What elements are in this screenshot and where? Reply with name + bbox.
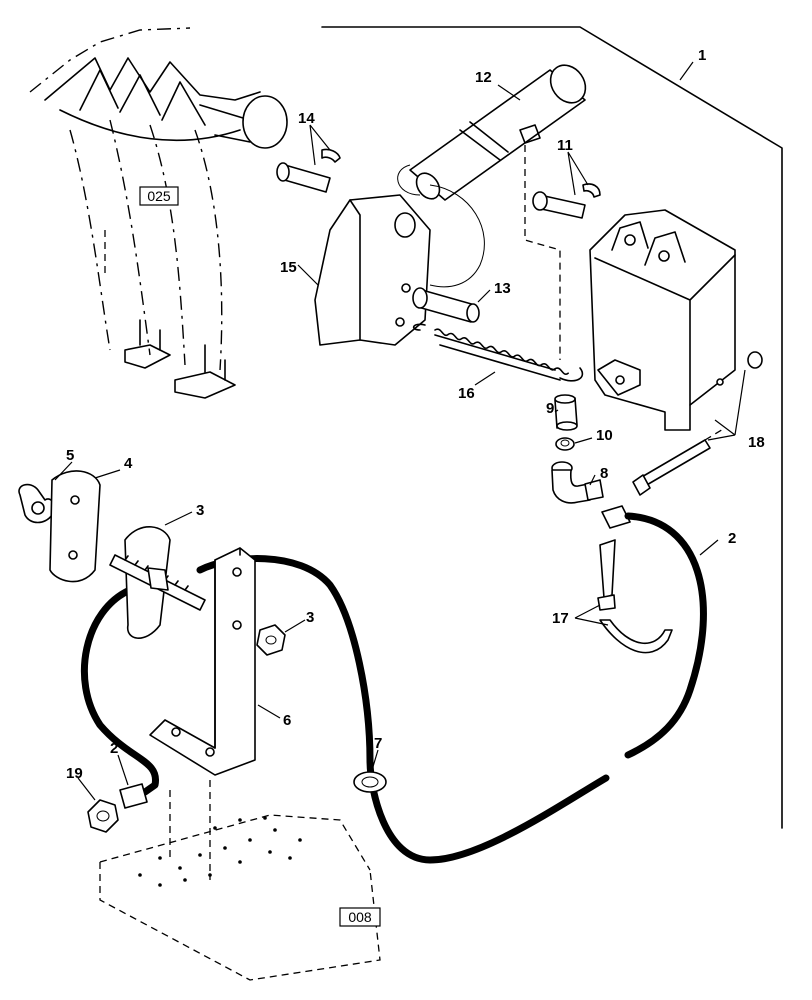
fitting-9	[554, 394, 578, 431]
callout-11: 11	[557, 137, 573, 154]
callout-15: 15	[280, 259, 297, 276]
callout-leaders	[54, 61, 746, 801]
callout-3-clamp: 3	[196, 502, 204, 519]
shaft-12	[397, 64, 587, 288]
callout-19: 19	[66, 765, 83, 782]
callout-4: 4	[124, 455, 133, 472]
washer-10	[555, 437, 575, 451]
callout-12: 12	[475, 69, 492, 86]
mounting-bracket	[589, 209, 736, 431]
nut-19	[87, 799, 119, 833]
callout-7: 7	[374, 735, 382, 752]
callout-13: 13	[494, 280, 511, 297]
wingnut-5	[18, 483, 57, 524]
pin-14	[276, 148, 341, 193]
ref-025-label: 025	[147, 188, 171, 204]
elbow-8	[551, 461, 604, 504]
callout-18: 18	[748, 434, 765, 451]
callout-5: 5	[66, 447, 74, 464]
callout-10: 10	[596, 427, 613, 444]
callout-2-hose: 2	[728, 530, 736, 547]
callout-14: 14	[298, 110, 315, 127]
callout-8: 8	[600, 465, 608, 482]
spring-16	[412, 323, 584, 382]
callout-3-nut: 3	[306, 609, 314, 626]
pin-13	[412, 287, 480, 323]
assembly-bracket-line	[321, 26, 783, 829]
clamp-3	[109, 526, 206, 639]
bolt-18	[632, 351, 763, 496]
plate-4	[49, 470, 101, 583]
nut-3	[256, 624, 286, 656]
callout-16: 16	[458, 385, 475, 402]
machine-frame-reference	[29, 27, 288, 399]
pin-11	[524, 145, 601, 360]
pedal-15	[314, 194, 431, 346]
ref-025-box: 025	[139, 186, 179, 206]
grommet-7	[353, 771, 387, 793]
callout-17: 17	[552, 610, 569, 627]
hose-2	[80, 505, 707, 864]
callout-labels: 1 2 2 3 3 4 5 6 7 8 9 10 11 12 13 14 15 …	[66, 47, 765, 782]
bracket-6	[149, 547, 256, 776]
callout-9: 9	[546, 400, 554, 417]
callout-1: 1	[698, 47, 706, 64]
callout-2-fitting: 2	[110, 740, 118, 757]
clip-17	[597, 539, 673, 654]
ref-008-label: 008	[348, 909, 372, 925]
floor-panel-reference: 008	[99, 780, 381, 981]
callout-6: 6	[283, 712, 291, 729]
